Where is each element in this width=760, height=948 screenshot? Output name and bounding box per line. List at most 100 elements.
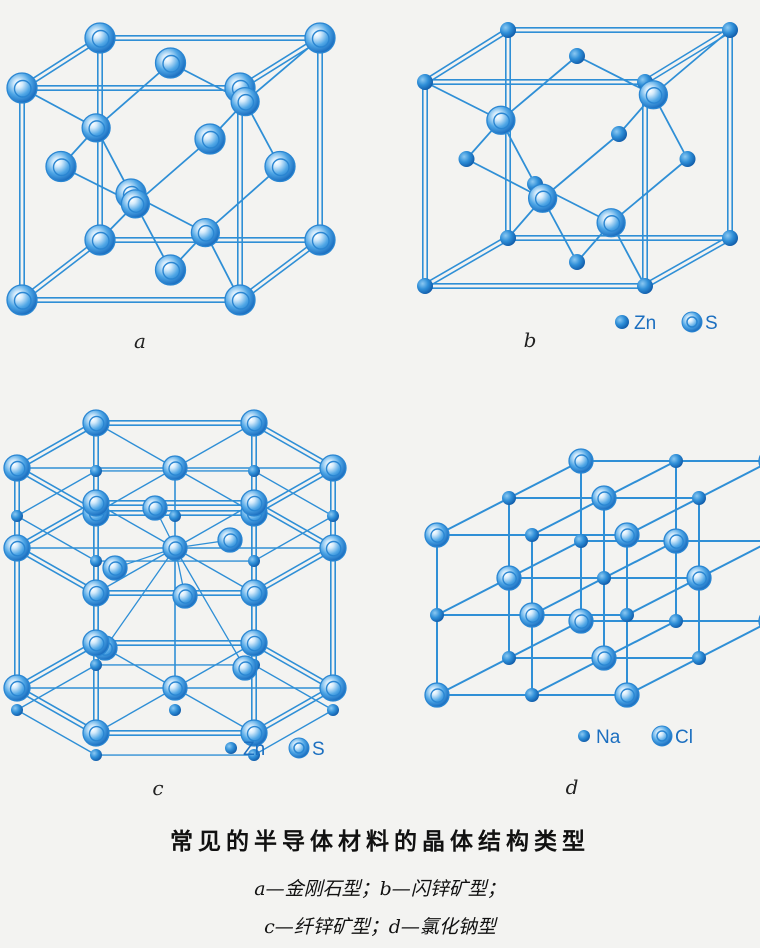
hex-edge [254,469,335,516]
na-atom [502,491,516,505]
figure-caption-line-2: c—纤锌矿型；d—氯化钠型 [264,916,496,938]
hex-edge [254,640,335,687]
carbon-atom [84,22,116,54]
zn-atom [248,749,260,762]
figure-caption-title: 常见的半导体材料的晶体结构类型 [170,829,590,855]
legend-b-s-marker [681,311,703,333]
s-atom-ring [9,540,26,557]
carbon-atom-ring [201,130,220,149]
zn-atom [722,22,738,38]
legend-b-zn-label: Zn [634,313,656,334]
hex-edge [254,420,335,467]
hex-edge [15,549,96,596]
s-atom-ring [88,495,105,512]
hex-edge [15,640,96,687]
zn-atom [500,22,516,38]
s-atom-ring [178,589,193,604]
hex-edge [17,644,98,691]
na-atom [692,651,706,665]
na-atom [620,608,634,622]
s-atom-ring [246,415,263,432]
zn-atom [417,278,433,294]
na-atom [525,688,539,702]
hex-spoke [95,547,176,594]
zn-atom [169,704,181,716]
zn-atom [248,464,260,477]
hex-edge-inner [16,515,97,562]
cl-atom-ring [574,614,589,629]
hex-spoke [174,547,255,594]
carbon-atom-ring [162,261,181,280]
cell-edge [240,240,323,303]
s-atom [319,534,347,562]
s-atom-ring [223,533,238,548]
legend-d: Na Cl [578,725,693,748]
s-atom-ring [9,460,26,477]
s-atom [240,409,268,437]
s-atom-ring [325,540,342,557]
s-atom-ring [603,215,621,232]
bond-line [174,547,246,669]
cl-atom [663,528,689,554]
s-atom-ring [246,495,263,512]
na-atom [502,651,516,665]
s-atom-ring [88,415,105,432]
na-atom [525,528,539,542]
hex-edge [252,545,333,592]
hex-edge [15,689,96,736]
panel-b-zinc-blende [417,22,738,294]
cl-atom [614,522,640,548]
s-atom [240,489,268,517]
hex-edge-inner [253,664,334,711]
cl-atom [591,645,617,671]
cl-atom-ring [620,528,635,543]
s-atom [319,454,347,482]
legend-d-cl-marker [651,725,673,747]
legend-d-cl-ring [656,730,668,742]
bond-line [610,158,689,224]
cell-edge [643,235,730,285]
cl-atom [568,448,594,474]
hex-edge [15,420,96,467]
zn-atom [327,704,339,716]
cl-atom [496,565,522,591]
s-atom [82,719,110,747]
zn-atom [611,126,627,142]
panel-label-b: b [524,328,537,352]
hex-edge-inner [253,515,334,562]
carbon-atom [264,150,296,183]
zn-atom [500,230,516,246]
s-atom-ring [148,501,163,516]
s-atom [486,105,516,135]
cl-atom-ring [430,528,445,543]
s-atom [142,495,168,521]
legend-d-cl-label: Cl [675,727,693,748]
hex-spoke [174,422,255,469]
carbon-atom-ring [237,93,255,111]
panel-a-diamond [6,22,336,316]
legend-b-s-label: S [705,313,718,334]
bond-line [499,55,578,122]
carbon-atom [6,72,38,104]
legend-d-na-label: Na [596,727,621,748]
panel-c-wurtzite [3,409,347,762]
hex-edge [17,545,98,592]
carbon-atom-ring [91,231,110,250]
cell-edge [423,27,508,81]
bond-line [204,165,281,234]
s-atom-ring [9,680,26,697]
carbon-atom [304,224,336,256]
s-atom [232,655,258,681]
hex-edge-inner [253,709,334,756]
s-atom [240,579,268,607]
cl-atom [686,565,712,591]
zn-atom [169,510,181,522]
zn-atom [327,510,339,522]
legend-c-s-ring [293,742,305,754]
legend-b: Zn S [615,311,718,334]
cl-atom-ring [502,571,517,586]
s-atom-ring [88,585,105,602]
hex-edge [15,469,96,516]
s-atom-ring [246,585,263,602]
s-atom [527,183,558,213]
